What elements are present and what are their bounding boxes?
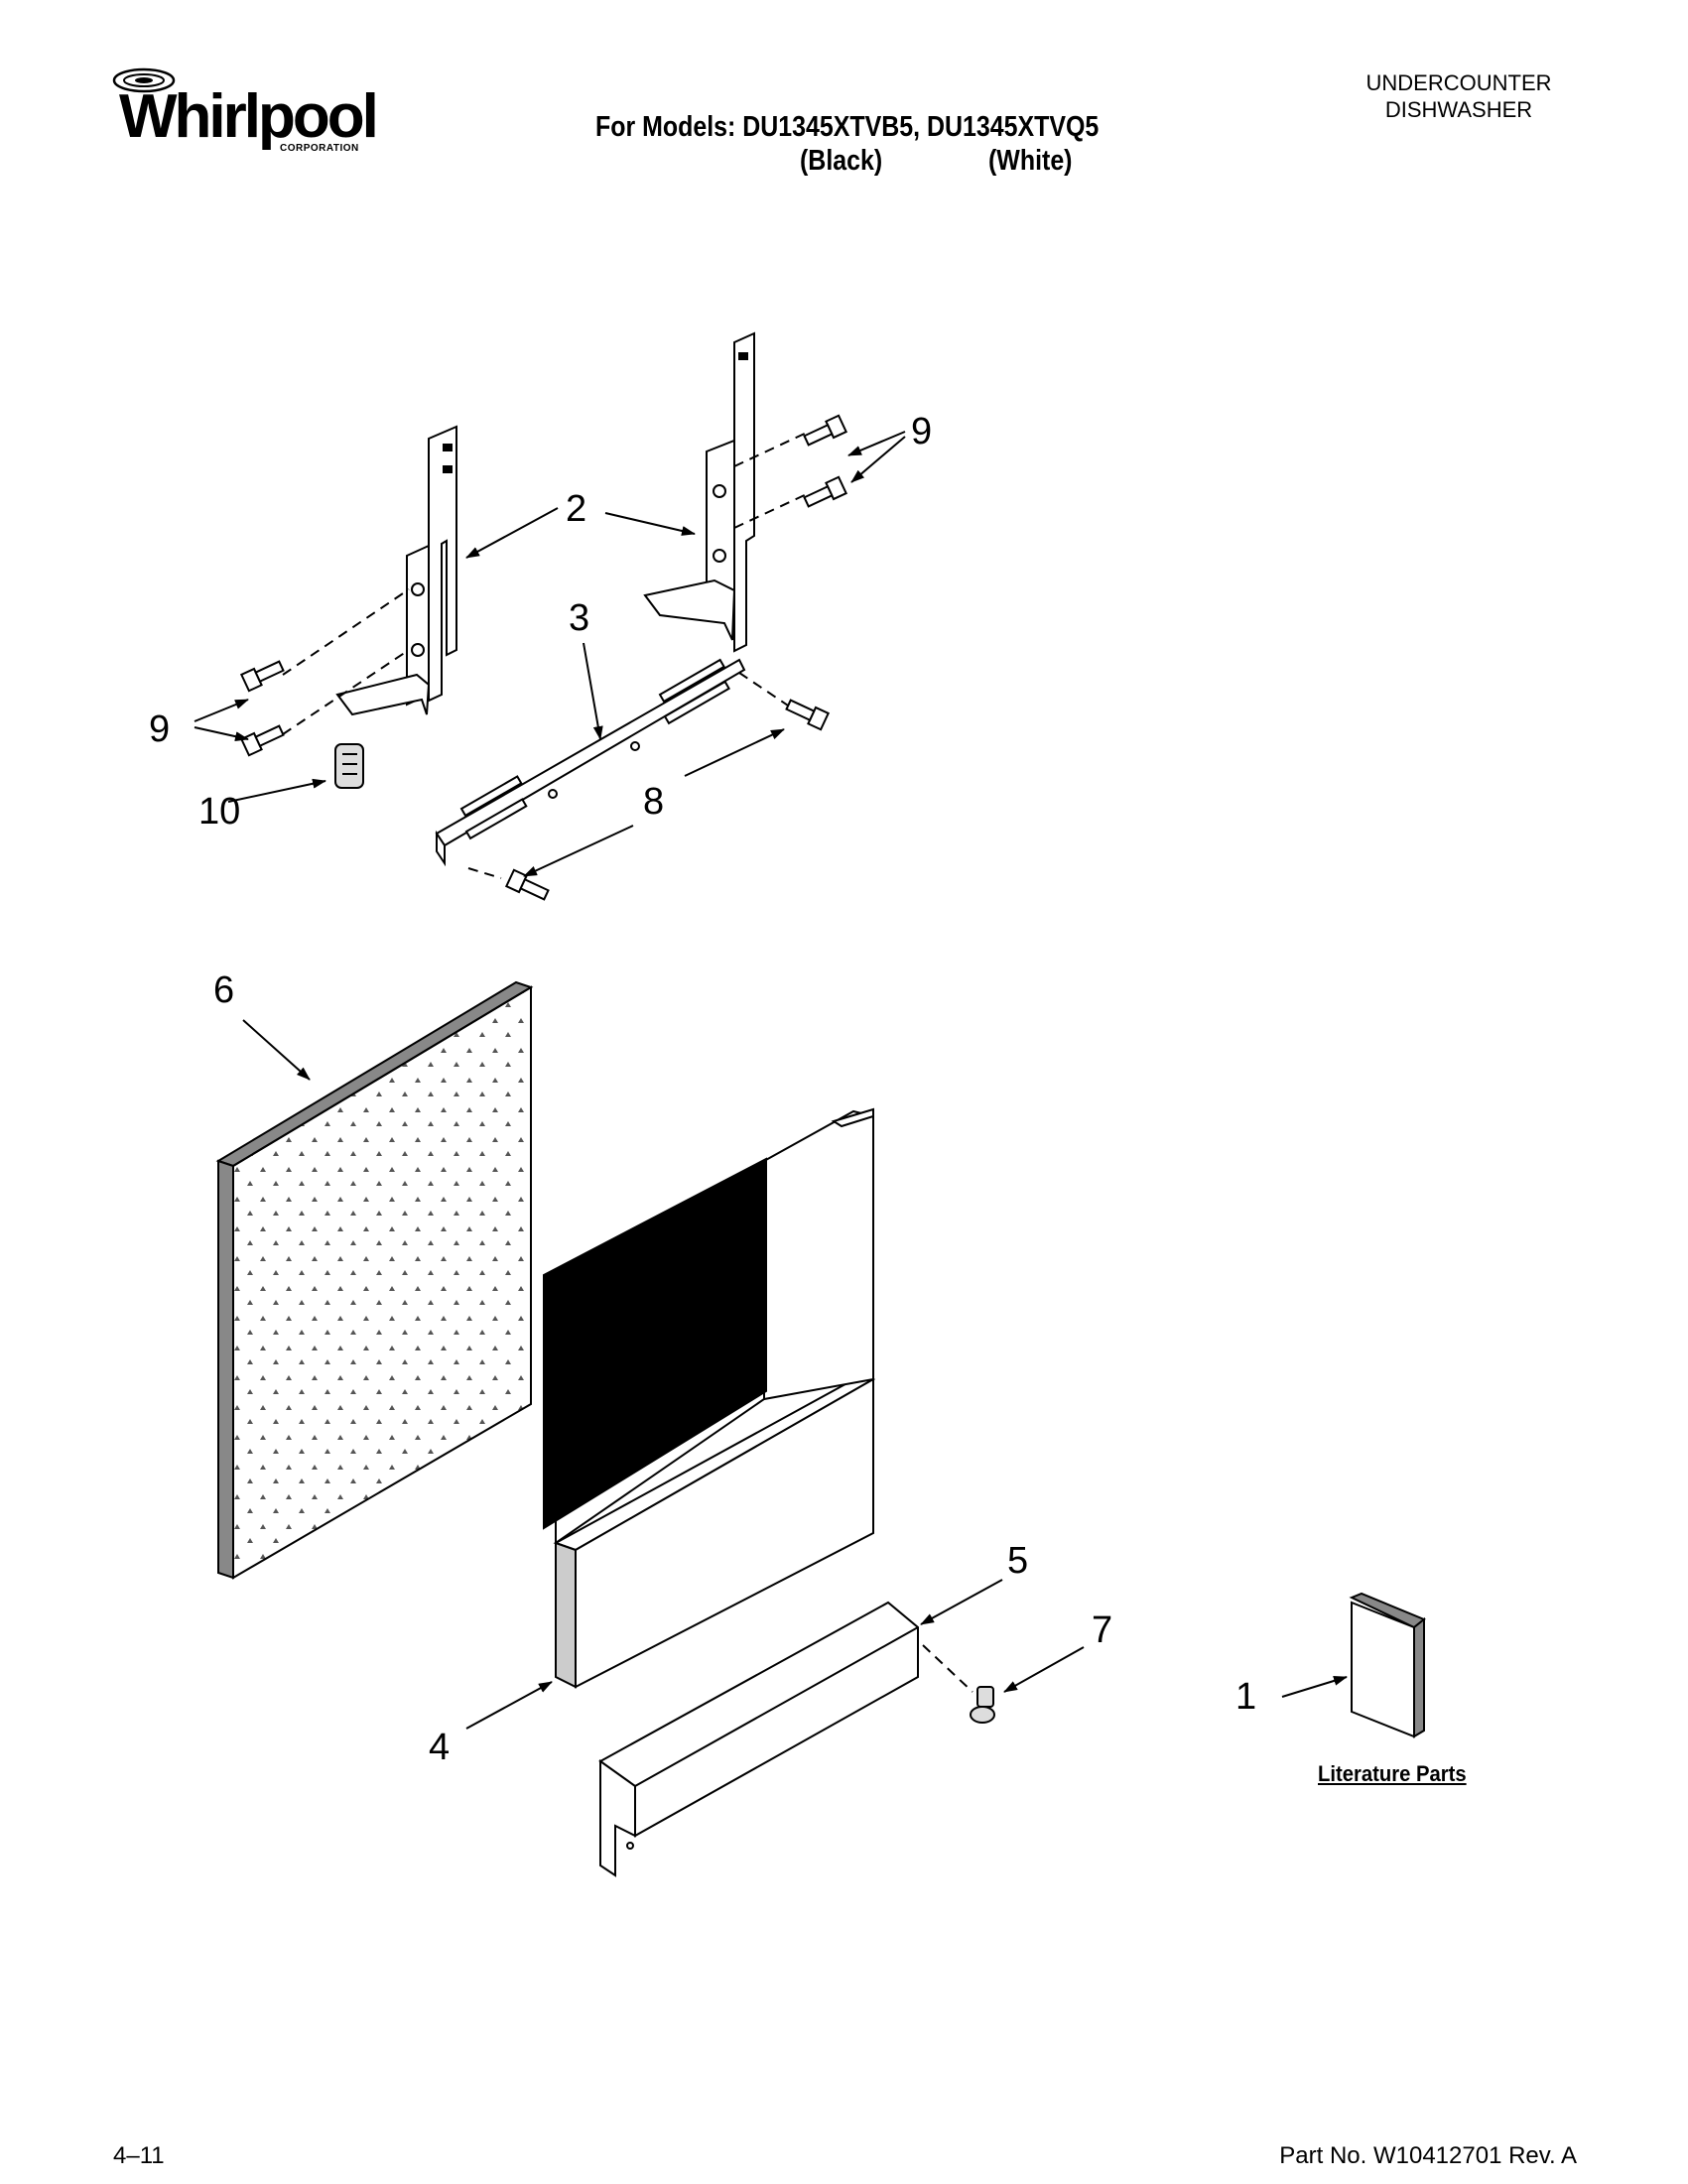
screw-guide-lines — [282, 431, 974, 1693]
access-panel-screw-icon — [970, 1686, 995, 1724]
door-panel — [543, 1107, 876, 1689]
callout-10: 10 — [198, 791, 240, 833]
support-bracket — [435, 658, 746, 867]
literature-parts-label: Literature Parts — [1318, 1761, 1467, 1786]
models-title: For Models: DU1345XTVB5, DU1345XTVQ5 — [595, 111, 1100, 143]
callout-leader-lines — [194, 431, 1348, 1730]
callout-1: 1 — [1235, 1676, 1256, 1718]
bracket-screw-icon — [504, 699, 831, 901]
footer-part-number: Part No. W10412701 Rev. A — [1279, 2142, 1577, 2169]
callout-2: 2 — [566, 488, 586, 530]
right-mounting-bracket — [643, 331, 755, 653]
brand-corporation: CORPORATION — [280, 143, 359, 154]
access-panel — [598, 1601, 919, 1877]
product-line-2: DISHWASHER — [1384, 97, 1533, 122]
callout-9-upper: 9 — [911, 411, 932, 452]
left-mounting-bracket — [335, 425, 457, 716]
product-type: UNDERCOUNTER DISHWASHER — [1330, 69, 1588, 123]
callout-7: 7 — [1092, 1609, 1112, 1651]
door-clip — [334, 743, 364, 789]
callout-5: 5 — [1007, 1540, 1028, 1582]
product-line-1: UNDERCOUNTER — [1365, 70, 1552, 95]
whirlpool-logo-swoosh-icon — [111, 65, 181, 100]
callout-9-lower: 9 — [149, 708, 170, 750]
callout-6: 6 — [213, 969, 234, 1011]
variant-black: (Black) — [800, 145, 883, 177]
callout-3: 3 — [569, 597, 589, 639]
brand-logo: Whirlpool — [119, 82, 379, 151]
screw-icon — [239, 414, 848, 757]
literature-booklet — [1349, 1592, 1426, 1738]
insulation-panel — [215, 980, 534, 1580]
variant-white: (White) — [988, 145, 1073, 177]
callout-numbers: 2 9 3 9 10 8 6 5 7 1 4 — [149, 411, 1256, 1768]
callout-4: 4 — [429, 1727, 450, 1768]
footer-date: 4–11 — [113, 2142, 165, 2169]
callout-8: 8 — [643, 781, 664, 823]
